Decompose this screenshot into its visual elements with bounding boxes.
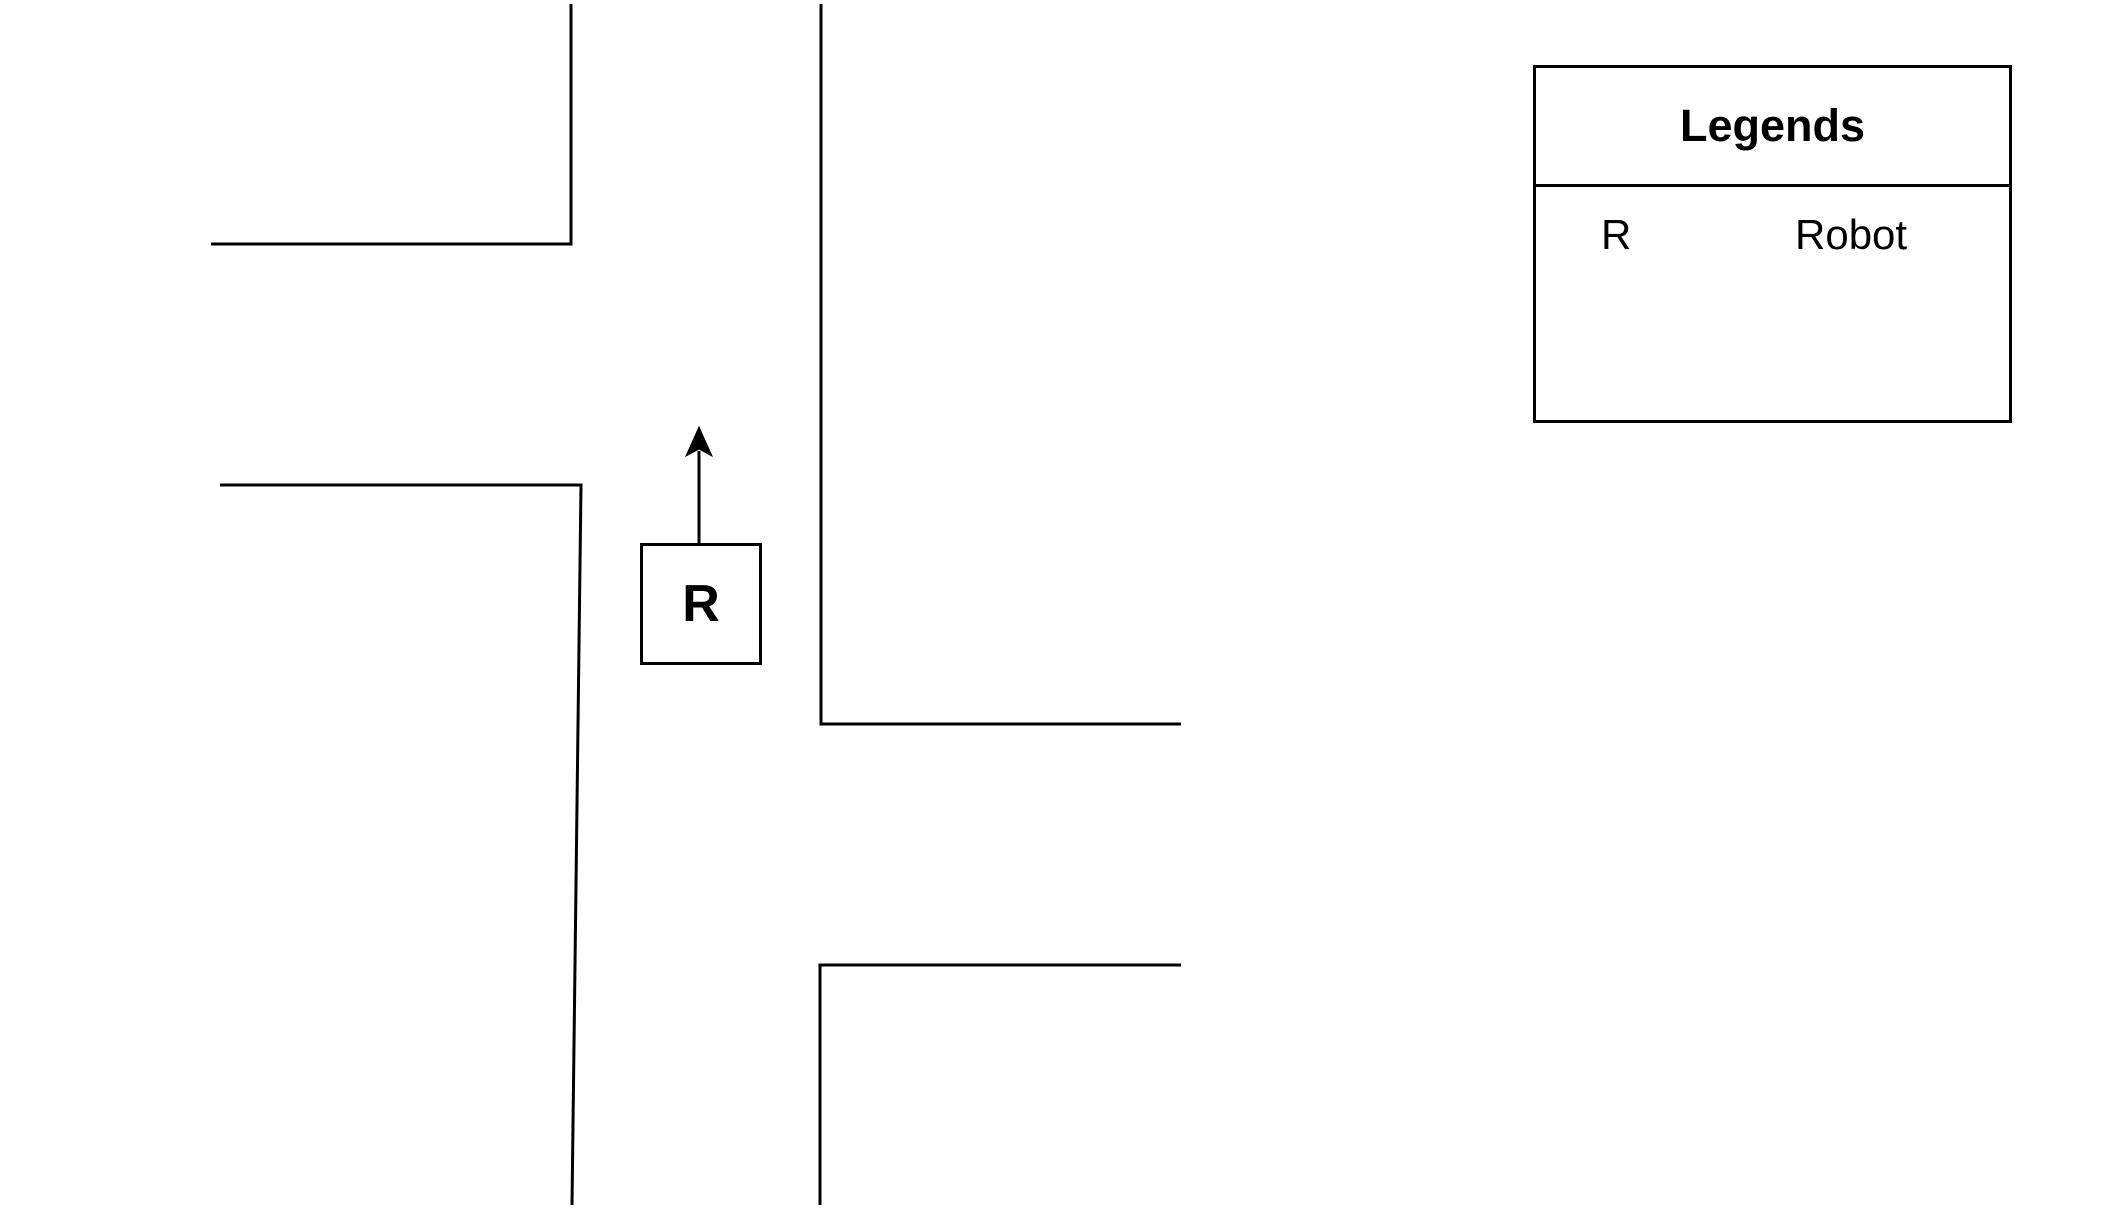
legend-box: Legends R Robot [1533, 65, 2012, 423]
robot-marker: R [640, 543, 762, 665]
legend-entry-label: Robot [1795, 211, 1908, 258]
robot-label: R [682, 575, 720, 633]
legend-body: R Robot [1536, 187, 2009, 420]
road-edge-center-right-corner [819, 4, 1181, 726]
road-edge-top-left-corner [211, 4, 573, 246]
roads-group [211, 4, 1181, 1206]
robot-direction-arrow [684, 425, 714, 545]
arrow-head-icon [684, 425, 714, 458]
road-edge-left-lower-corner [220, 483, 583, 1206]
legend-entry-symbol: R [1601, 211, 1632, 258]
legend-title: Legends [1536, 68, 2009, 187]
road-edge-bottom-right-corner [818, 963, 1181, 1205]
